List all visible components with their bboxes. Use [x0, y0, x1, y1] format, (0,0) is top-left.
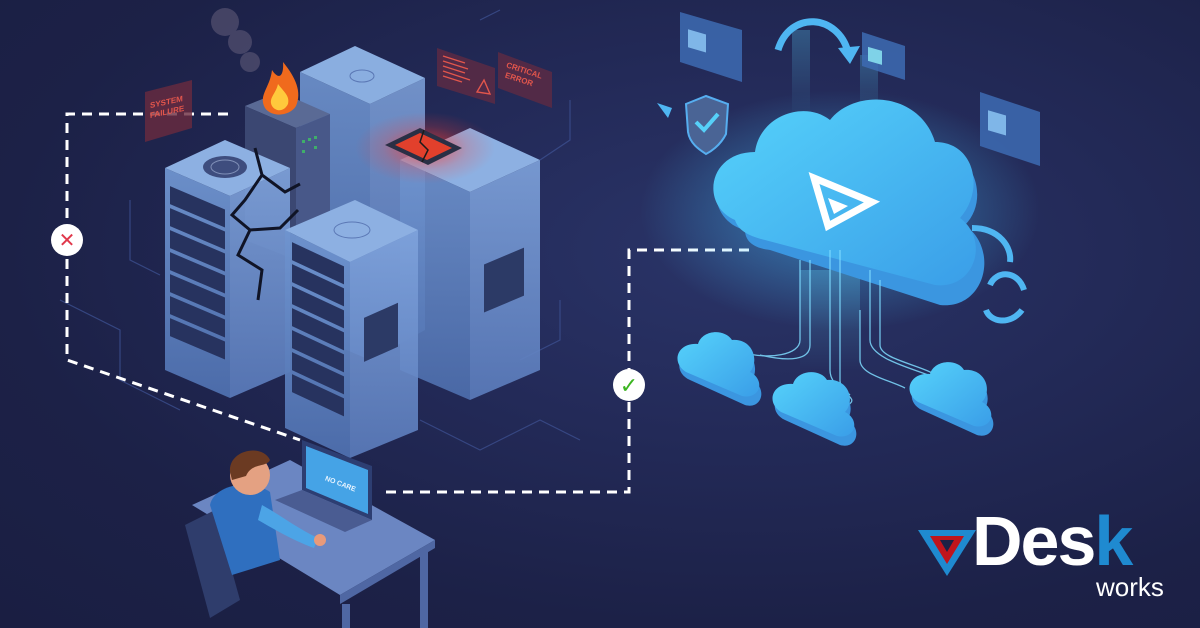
- critical-error-sign: CRITICAL ERROR: [498, 52, 552, 108]
- window-panel-top-center: [862, 32, 905, 80]
- smoke: [211, 8, 260, 72]
- shield-check-icon: [657, 94, 730, 156]
- server-rack-overheating-chip: [355, 112, 540, 400]
- x-icon: ✕: [59, 228, 76, 252]
- satellite-cloud-right: [909, 362, 994, 436]
- failure-path: [65, 112, 301, 442]
- failure-marker: ✕: [51, 224, 83, 256]
- brand-name-accent-letter: k: [1094, 502, 1133, 580]
- worker-at-desk: NO CARE: [185, 440, 435, 628]
- vdesk-mark-icon: [808, 171, 881, 232]
- main-cloud: [713, 99, 985, 306]
- server-rack-cracked: [165, 140, 301, 398]
- crack: [229, 147, 301, 301]
- sync-icon: [971, 225, 1027, 324]
- satellite-cloud-left: [677, 332, 762, 406]
- server-rack-front: [285, 200, 418, 458]
- curved-arrow-icon: [774, 18, 852, 54]
- brand-name: Desk: [972, 506, 1133, 576]
- window-panel-right: [980, 92, 1040, 166]
- brand-name-main: Des: [972, 502, 1096, 580]
- system-failure-sign: SYSTEM FAILURE: [145, 80, 192, 142]
- warning-icon: [475, 78, 492, 95]
- window-panel-top-left: [680, 12, 742, 82]
- check-icon: ✓: [620, 374, 638, 399]
- satellite-cloud-center: [772, 372, 857, 446]
- brand-subname: works: [1096, 572, 1164, 602]
- vdesk-logo-mark-icon: [918, 530, 976, 576]
- brand-logo: Desk works: [918, 506, 1164, 602]
- success-marker: ✓: [613, 369, 645, 401]
- log-warning-sign: [437, 48, 495, 104]
